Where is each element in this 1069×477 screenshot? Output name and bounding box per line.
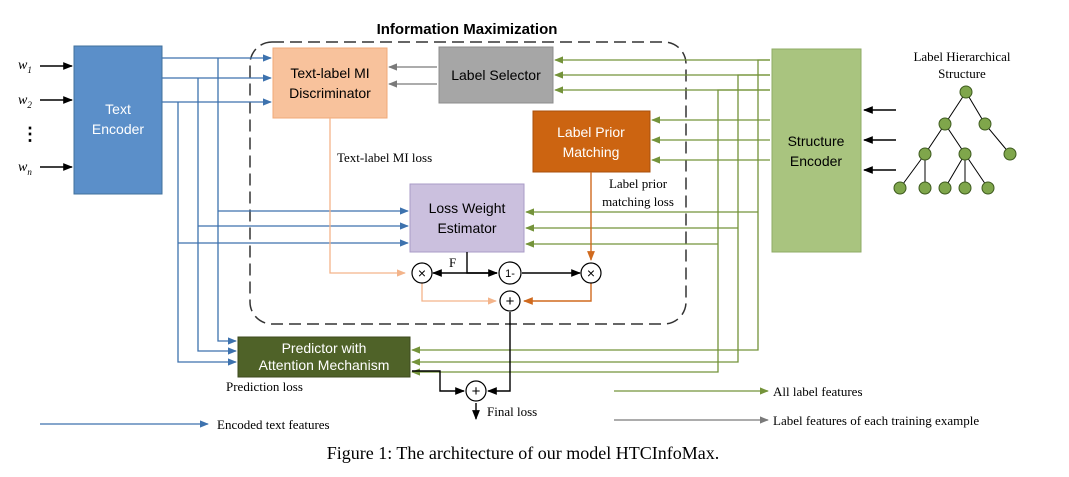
operator-plus-inner: + [499,290,521,312]
legend-all-label: All label features [773,384,863,399]
operator-plus-final: + [465,380,487,402]
legend-encoded: Encoded text features [217,417,330,432]
loss-weight-box [409,183,525,253]
legend: Encoded text features All label features… [40,384,979,432]
text-label-mi-box [272,47,388,119]
svg-text:1-: 1- [505,268,515,280]
figure-caption: Figure 1: The architecture of our model … [327,443,720,463]
label-selector-box [438,46,554,104]
operator-times-left: × [411,262,433,284]
operator-one-minus: 1- [498,261,522,285]
operator-times-right: × [580,262,602,284]
input-dots: ⋮ [21,124,39,144]
all-label-arrows [411,56,770,376]
per-example-arrows [388,63,437,88]
info-max-container [249,41,687,325]
svg-text:+: + [506,293,515,310]
prediction-loss-label: Prediction loss [226,379,303,394]
hierarchy-input-arrows [863,106,896,174]
inputs: w1 w2 ⋮ wn [18,58,73,177]
f-label: F [449,255,456,270]
predictor-box [237,336,411,378]
loss-flow [329,118,595,420]
text-label-mi-loss-label: Text-label MI loss [337,150,432,165]
text-encoder-box [73,45,163,195]
structure-encoder-box [771,48,862,253]
label-hierarchy-tree [893,85,1017,195]
encoded-text-arrows [162,54,409,366]
label-prior-box [532,110,651,173]
svg-text:×: × [418,265,426,281]
input-w2: w2 [18,93,32,110]
input-w1: w1 [18,58,32,75]
svg-text:×: × [587,265,595,281]
label-selector-label: Label Selector [451,67,541,83]
input-wn: wn [18,160,32,177]
svg-text:+: + [472,383,481,400]
legend-per-example: Label features of each training example [773,413,979,428]
container-title: Information Maximization [377,21,558,38]
final-loss-label: Final loss [487,404,537,419]
